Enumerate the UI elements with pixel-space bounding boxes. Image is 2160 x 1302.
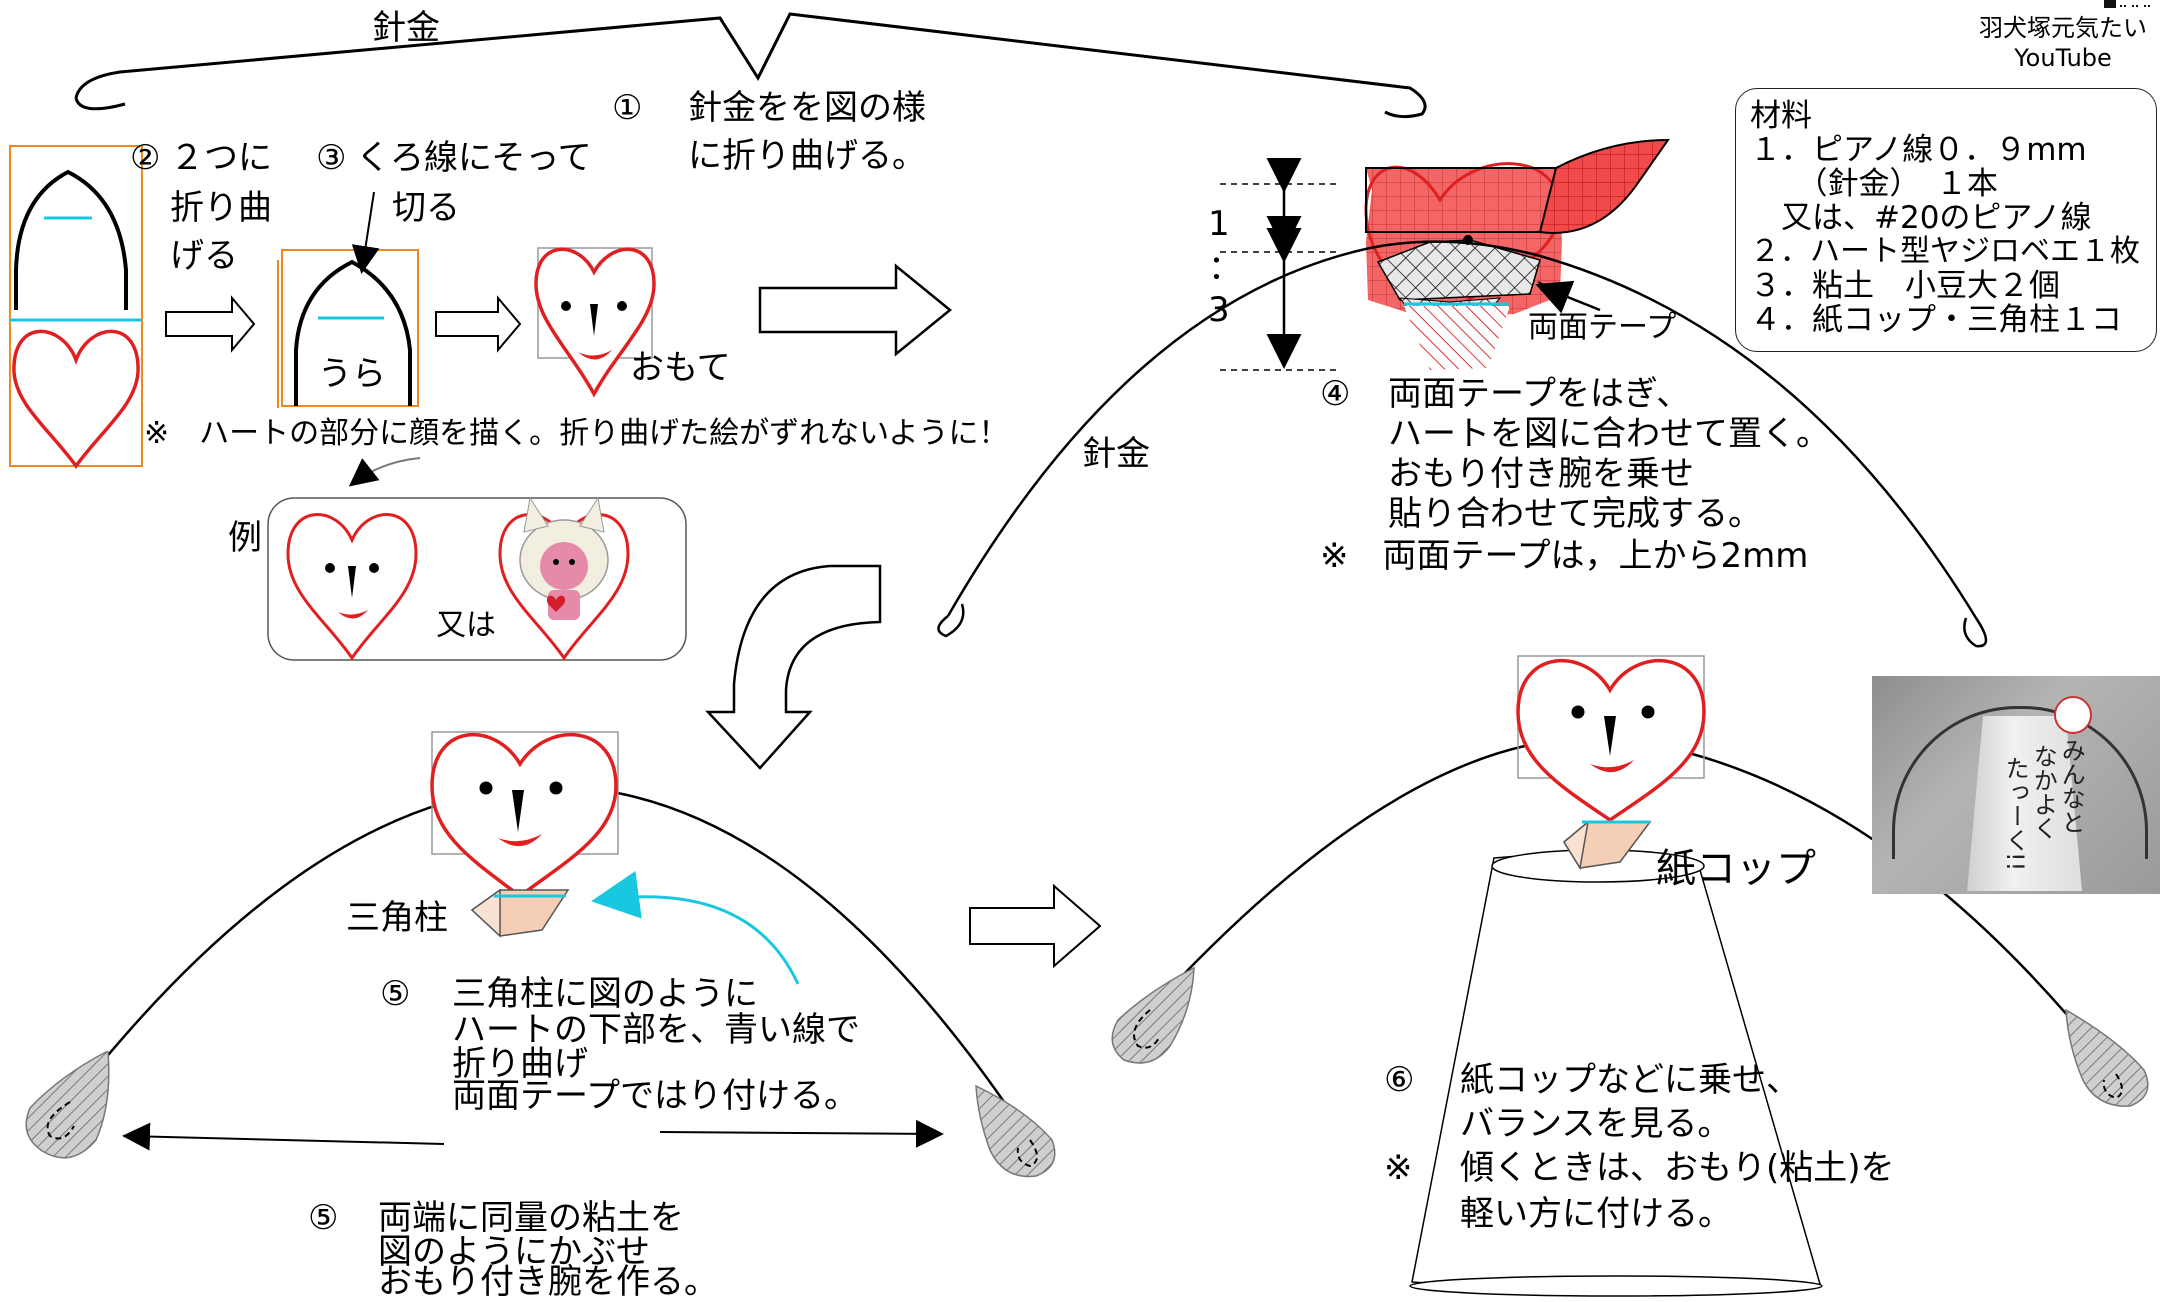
materials-item-2: （針金） １本	[1750, 166, 1998, 202]
step6-number: ⑥	[1384, 1060, 1415, 1100]
step5b-number: ⑤	[308, 1198, 339, 1238]
step4-line-3: おもり付き腕を乗せ	[1388, 454, 1694, 494]
step5a-line-4: 両面テープではり付ける。	[452, 1076, 858, 1116]
materials-item-1: １．ピアノ線０．９mm	[1750, 132, 2087, 168]
photo-heart	[2054, 696, 2092, 734]
label-double-tape: 両面テープ	[1528, 310, 1677, 345]
step4-number: ④	[1320, 374, 1351, 414]
bent-wire-top	[74, 12, 1427, 119]
label-omote: おもて	[630, 348, 731, 388]
step2-line-3: げる	[170, 236, 238, 276]
curved-hollow-arrow	[705, 564, 882, 770]
step6-note-mark: ※	[1384, 1148, 1413, 1188]
ratio-three: 3	[1208, 290, 1230, 330]
character-mascot	[519, 496, 609, 620]
step3-line-1: くろ線にそって	[356, 138, 592, 178]
step1-line-2: に折り曲げる。	[688, 136, 926, 176]
photo-text-3: たっーく!!	[2001, 756, 2030, 872]
step2-line-2: 折り曲	[170, 188, 272, 228]
step2-number: ②	[130, 138, 161, 178]
step6-diagram	[1111, 655, 2149, 1297]
hollow-arrow-big	[758, 263, 952, 357]
label-example: 例	[228, 518, 262, 558]
step5a-line-2: ハートの下部を、青い線で	[452, 1010, 860, 1050]
photo-cup	[1967, 716, 2082, 891]
step1-number: ①	[612, 88, 643, 128]
materials-item-6: ４．紙コップ・三角柱１コ	[1750, 302, 2122, 338]
step5a-line-3: 折り曲げ	[452, 1044, 588, 1084]
step5a-number: ⑤	[380, 974, 411, 1014]
step4-diagram	[937, 138, 1988, 648]
step5-diagram	[25, 731, 1056, 1178]
step5b-line-3: おもり付き腕を作る。	[378, 1262, 718, 1302]
credit-channel: YouTube	[2014, 44, 2112, 72]
step4-line-2: ハートを図に合わせて置く。	[1388, 414, 1830, 454]
label-wire-mid: 針金	[1082, 434, 1150, 474]
step1-line-1: 針金をを図の様	[688, 88, 926, 128]
step4-line-1: 両面テープをはぎ、	[1388, 374, 1691, 414]
step4-note: ※ 両面テープは，上から2mm	[1320, 536, 1809, 576]
ratio-colon: ：	[1208, 248, 1242, 288]
label-or: 又は	[436, 608, 496, 643]
pointer-curve	[348, 457, 421, 487]
label-triangular-prism: 三角柱	[346, 898, 448, 938]
step2-line-1: ２つに	[170, 138, 272, 178]
label-paper-cup: 紙コップ	[1656, 846, 1816, 892]
step6-note-line-2: 軽い方に付ける。	[1460, 1194, 1732, 1234]
example-box	[267, 496, 687, 661]
step5a-line-1: 三角柱に図のように	[452, 974, 758, 1014]
photo-text-2: なかよく	[2029, 744, 2058, 840]
materials-box: 材料 １．ピアノ線０．９mm （針金） １本 又は、#20のピアノ線 ２．ハート…	[1735, 88, 2157, 352]
materials-item-3: 又は、#20のピアノ線	[1750, 200, 2092, 236]
ratio-one: 1	[1208, 204, 1230, 244]
step3-line-2: 切る	[392, 188, 460, 228]
label-wire-top: 針金	[372, 8, 440, 48]
cut-paper	[277, 191, 419, 408]
step5b-line-1: 両端に同量の粘土を	[378, 1198, 684, 1238]
hollow-arrow-1	[165, 295, 256, 353]
hollow-arrow-step6	[969, 883, 1102, 969]
materials-item-4: ２．ハート型ヤジロベエ１枚	[1750, 234, 2140, 269]
label-ura: うら	[318, 354, 386, 394]
step6-line-2: バランスを見る。	[1460, 1104, 1732, 1144]
heart-front	[534, 247, 656, 398]
step6-note-line-1: 傾くときは、おもり(粘土)を	[1460, 1148, 1895, 1188]
credit-name: 羽犬塚元気たい	[1979, 14, 2147, 42]
step5b-line-2: 図のようにかぶせ	[378, 1232, 650, 1272]
folded-paper	[9, 145, 143, 469]
credit-icon	[2104, 0, 2150, 8]
step3-number: ③	[316, 138, 347, 178]
materials-title: 材料	[1750, 98, 1812, 134]
finished-toy-photo: みんなと なかよく たっーく!!	[1872, 676, 2160, 894]
photo-text-1: みんなと	[2057, 738, 2086, 834]
note-face: ※ ハートの部分に顔を描く。折り曲げた絵がずれないように！	[144, 416, 1009, 451]
step4-line-4: 貼り合わせて完成する。	[1388, 494, 1762, 534]
materials-item-5: ３．粘土 小豆大２個	[1750, 268, 2060, 304]
hollow-arrow-2	[435, 295, 522, 353]
step6-line-1: 紙コップなどに乗せ、	[1460, 1060, 1800, 1100]
